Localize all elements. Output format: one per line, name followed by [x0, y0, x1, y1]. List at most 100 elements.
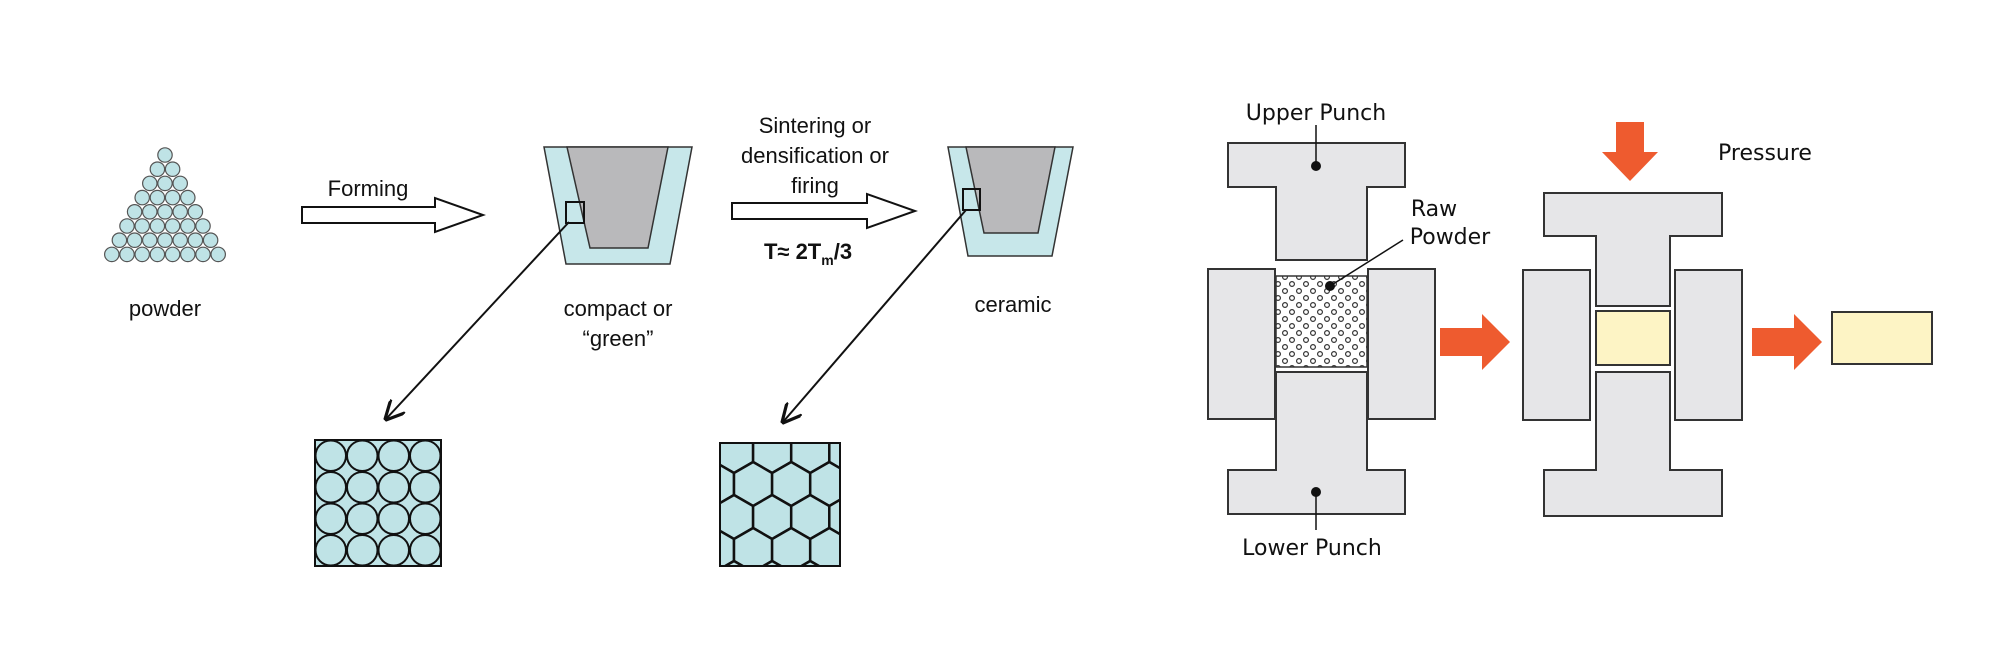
green-particle — [409, 534, 442, 567]
green-microstructure — [314, 439, 442, 567]
powder-particle — [164, 189, 181, 206]
sintering-label-line3: firing — [791, 173, 839, 198]
powder-particle — [134, 189, 150, 206]
powder-particle — [180, 189, 196, 206]
powder-particle — [172, 204, 188, 220]
powder-particle — [157, 232, 173, 248]
powder-particle — [149, 189, 166, 206]
ceramic-grain — [734, 396, 772, 440]
ceramic-grain — [837, 564, 840, 566]
ceramic-grain — [677, 429, 715, 473]
powder-particle — [134, 218, 150, 234]
ceramic-grain — [848, 396, 886, 440]
powder-particle — [157, 175, 173, 192]
ceramic-grain — [867, 561, 905, 605]
powder-particle — [202, 232, 219, 248]
ceramic-grain — [848, 528, 886, 572]
green-particle — [314, 534, 347, 567]
green-particle — [409, 439, 442, 472]
upper-punch-label: Upper Punch — [1246, 101, 1386, 126]
green-particle — [314, 502, 347, 535]
ceramic-grain — [886, 528, 924, 572]
ceramic-grain — [848, 594, 886, 638]
sintering-label-line2: densification or — [741, 143, 889, 168]
green-zoom-box — [565, 201, 585, 224]
powder-particle — [195, 246, 211, 263]
green-particle — [377, 439, 410, 472]
die-right-wall-1 — [1367, 268, 1436, 420]
green-particle — [346, 439, 379, 472]
powder-particle — [149, 161, 166, 177]
green-particle — [346, 534, 379, 567]
ceramic-grain — [810, 594, 848, 638]
powder-particle — [126, 204, 143, 220]
forming-arrow — [301, 196, 486, 234]
ceramic-grain — [886, 594, 924, 638]
temperature-label: T≈ 2Tm/3 — [764, 239, 852, 268]
pressure-label-visible: Pressure — [1718, 141, 1812, 166]
die-left-wall-2 — [1522, 269, 1591, 421]
powder-particle — [119, 246, 135, 263]
pressed-compact-in-die — [1595, 310, 1671, 366]
powder-particle — [195, 218, 211, 234]
lower-punch-label: Lower Punch — [1242, 536, 1382, 561]
process-arrow-2 — [1752, 314, 1822, 370]
powder-particle — [149, 246, 166, 263]
powder-particle — [157, 204, 173, 220]
green-particle — [377, 471, 410, 504]
sintering-label-line1: Sintering or — [759, 113, 872, 138]
upper-punch-2 — [1543, 192, 1723, 307]
forming-label: Forming — [328, 176, 409, 201]
ceramic-grain — [810, 396, 848, 440]
powder-particle — [134, 246, 150, 263]
ceramic-microstructure — [677, 396, 924, 638]
upper-punch-1 — [1227, 142, 1406, 261]
powder-particle — [164, 218, 181, 234]
green-particle — [314, 439, 347, 472]
powder-particle — [149, 218, 166, 234]
green-particle — [314, 471, 347, 504]
ceramic-grain — [867, 495, 905, 539]
lower-punch-1 — [1227, 371, 1406, 515]
powder-particle — [157, 147, 173, 163]
process-arrow-1 — [1440, 314, 1510, 370]
green-label-line1: compact or — [564, 296, 673, 321]
die-right-wall-2 — [1674, 269, 1743, 421]
green-label-line2: “green” — [583, 326, 654, 351]
powder-particle — [142, 175, 158, 192]
green-particle — [346, 471, 379, 504]
powder-particle — [172, 175, 188, 192]
powder-particle-pile — [104, 147, 226, 263]
green-particle — [409, 502, 442, 535]
ceramic-grain — [734, 594, 772, 638]
ceramic-grain — [696, 396, 734, 440]
green-particle — [346, 502, 379, 535]
powder-particle — [142, 232, 158, 248]
ceramic-grain — [867, 429, 905, 473]
pressure-arrow — [1602, 122, 1658, 181]
final-compact — [1831, 311, 1933, 365]
ceramic-mold — [947, 146, 1074, 257]
die-stage-1 — [1207, 125, 1436, 530]
ceramic-grain — [772, 396, 810, 440]
green-particle — [377, 534, 410, 567]
powder-particle — [104, 246, 120, 263]
green-particle — [409, 471, 442, 504]
powder-particle — [210, 246, 226, 263]
raw-powder-label-line1: Raw — [1411, 197, 1457, 222]
powder-particle — [164, 246, 181, 263]
powder-particle — [142, 204, 158, 220]
powder-label: powder — [129, 296, 201, 321]
ceramic-grain — [886, 396, 924, 440]
ceramic-zoom-box — [962, 188, 981, 211]
green-particle — [377, 502, 410, 535]
ceramic-grain — [772, 594, 810, 638]
green-zoom-pointer — [386, 221, 570, 419]
powder-particle — [172, 232, 188, 248]
ceramic-grain — [722, 559, 746, 566]
powder-particle — [126, 232, 143, 248]
ceramic-grain — [677, 561, 715, 605]
ceramic-zoom-pointer — [783, 209, 967, 422]
raw-powder-fill — [1275, 275, 1368, 368]
